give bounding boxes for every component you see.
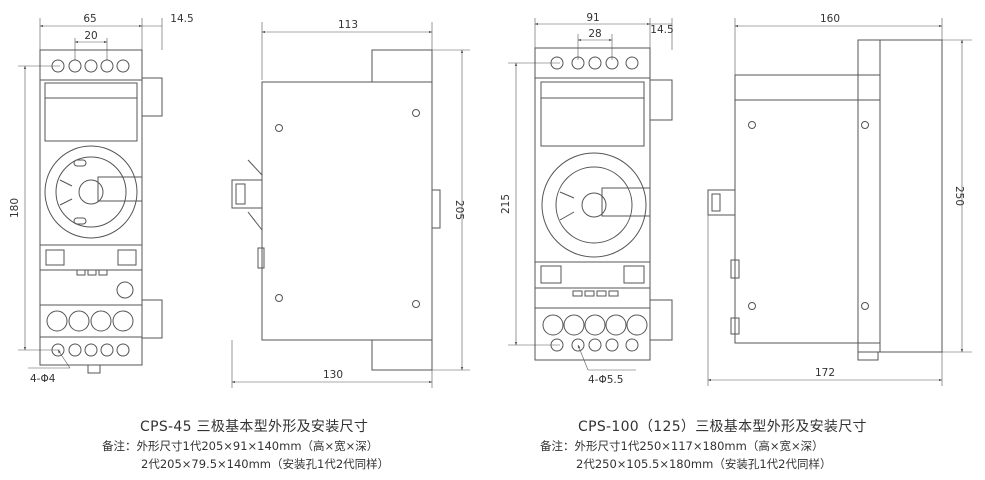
- cps100-width-label: 91: [586, 12, 599, 24]
- cps45-caption-note2: 2代205×79.5×140mm（安装孔1代2代同样）: [141, 457, 390, 471]
- cps100-height-label: 215: [500, 194, 512, 214]
- cps100-side-height-label: 250: [953, 186, 965, 206]
- cps100-caption-note2: 2代250×105.5×180mm（安装孔1代2代同样）: [576, 457, 832, 471]
- cps100-side-bottom-width-label: 172: [815, 367, 835, 379]
- cps45-offset-label: 14.5: [170, 13, 193, 25]
- cps45-width-label: 65: [83, 13, 96, 25]
- cps100-hole-spacing-label: 28: [588, 28, 601, 40]
- cps100-caption-note1: 备注：外形尺寸1代250×117×180mm（高×宽×深）: [540, 439, 824, 453]
- cps100-front-view: [508, 18, 673, 371]
- cps45-hole-label: 4-Φ4: [30, 373, 56, 385]
- cps45-front-view: [18, 18, 163, 374]
- cps100-side-view: [707, 18, 972, 386]
- cps100-caption-title: CPS-100（125）三极基本型外形及安装尺寸: [578, 419, 867, 435]
- cps45-caption-note1: 备注：外形尺寸1代205×91×140mm（高×宽×深）: [102, 439, 379, 453]
- cps45-side-top-width-label: 113: [338, 19, 358, 31]
- cps45-caption-title: CPS-45 三极基本型外形及安装尺寸: [140, 419, 369, 435]
- cps45-side-view: [231, 22, 470, 388]
- dimension-labels: 65 20 14.5 180 4-Φ4 113 205 130 91 28 14…: [9, 12, 965, 386]
- cps45-side-height-label: 205: [453, 200, 465, 220]
- cps100-hole-label: 4-Φ5.5: [588, 374, 623, 386]
- cps45-side-bottom-width-label: 130: [323, 369, 343, 381]
- cps100-offset-label: 14.5: [650, 24, 673, 36]
- cps45-hole-spacing-label: 20: [84, 30, 97, 42]
- cps100-side-top-width-label: 160: [820, 13, 840, 25]
- cps45-height-label: 180: [9, 198, 21, 218]
